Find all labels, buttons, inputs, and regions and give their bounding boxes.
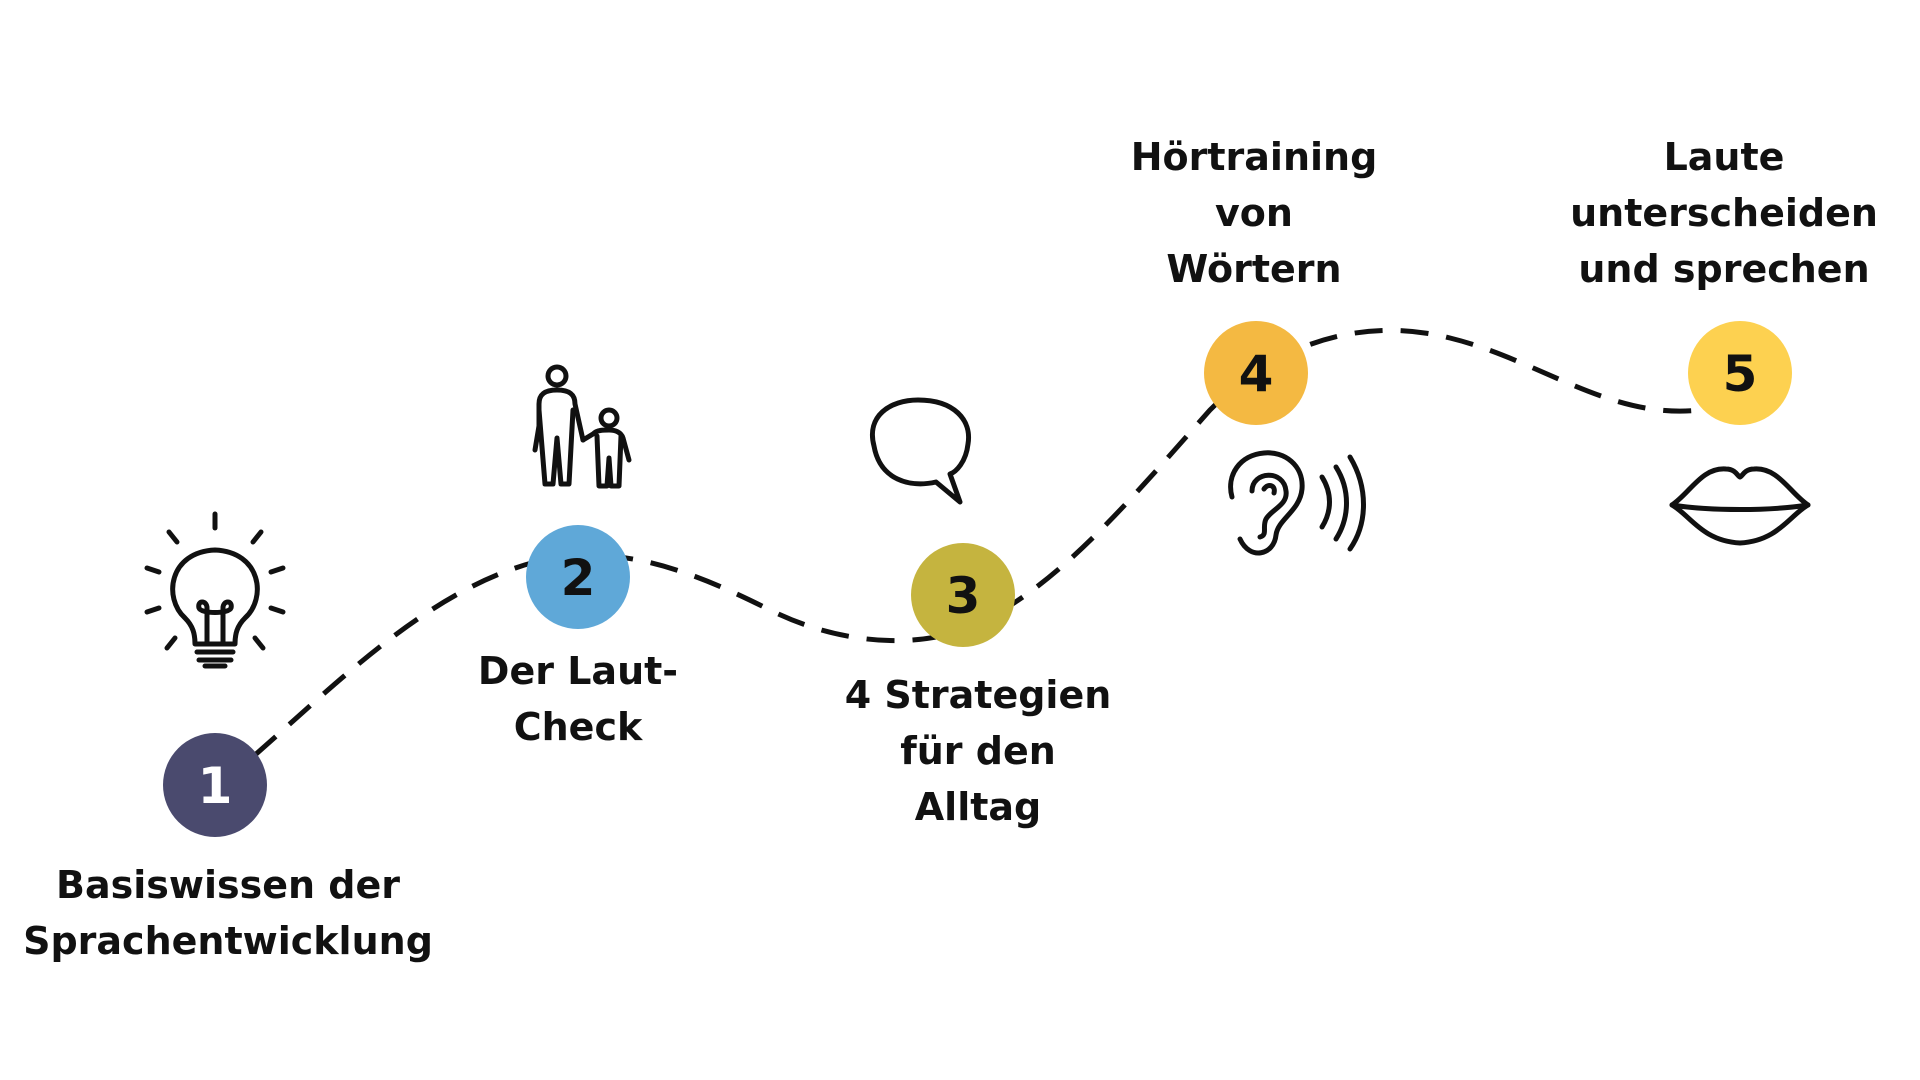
step-label-line: Laute xyxy=(1664,135,1785,179)
step-label-line: Hörtraining xyxy=(1131,135,1378,179)
step-number: 3 xyxy=(946,567,981,625)
step-circle xyxy=(526,525,630,629)
step-label-line: für den xyxy=(900,729,1056,773)
step-number: 2 xyxy=(561,549,596,607)
speech-bubble-icon xyxy=(870,397,972,505)
step-label-line: Wörtern xyxy=(1166,247,1341,291)
step-label-line: Der Laut- xyxy=(478,649,678,693)
step-label-line: Alltag xyxy=(915,785,1041,829)
step-label-line: Check xyxy=(514,705,643,749)
step-label-line: von xyxy=(1215,191,1293,235)
step-circle xyxy=(911,543,1015,647)
step-label-line: unterscheiden xyxy=(1570,191,1878,235)
step-label-line: 4 Strategien xyxy=(845,673,1112,717)
step-circle xyxy=(163,733,267,837)
ear-sound-icon xyxy=(1228,450,1366,556)
step-5: 5 Laute unterscheiden und sprechen xyxy=(1570,135,1878,425)
step-number: 5 xyxy=(1723,345,1758,403)
step-circle xyxy=(1204,321,1308,425)
step-circle xyxy=(1688,321,1792,425)
step-label-line: Sprachentwicklung xyxy=(23,919,433,963)
step-label-line: Basiswissen der xyxy=(56,863,400,907)
lips-icon xyxy=(1669,466,1811,546)
parent-child-icon xyxy=(532,364,632,489)
step-label-line: und sprechen xyxy=(1578,247,1869,291)
step-number: 1 xyxy=(198,757,233,815)
step-number: 4 xyxy=(1239,345,1274,403)
lightbulb-icon xyxy=(144,511,286,669)
